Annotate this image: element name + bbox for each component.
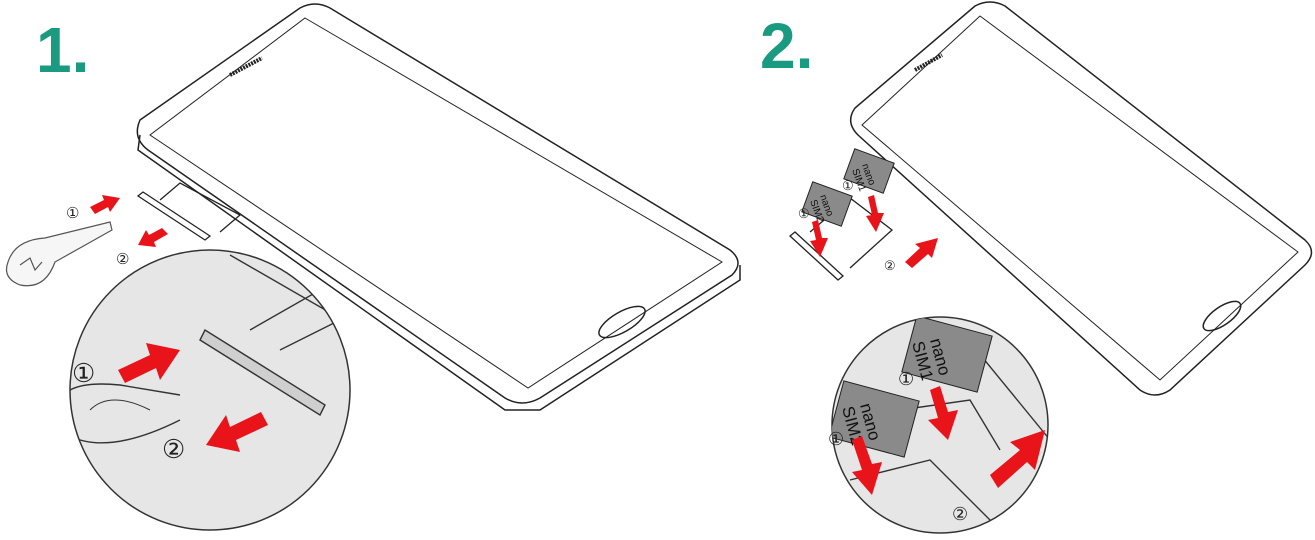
arrows-step-2 bbox=[810, 195, 938, 268]
phone-1 bbox=[136, 3, 741, 411]
step-number-1: 1. bbox=[36, 14, 90, 86]
eject-pin bbox=[5, 221, 113, 287]
arrow-insert-1 bbox=[90, 195, 168, 247]
zoom-marker-2-2: ② bbox=[952, 504, 968, 524]
phone-2 bbox=[849, 1, 1313, 396]
zoom-marker-2-1b: ① bbox=[828, 429, 844, 449]
magnifier-1: ① ② bbox=[69, 249, 351, 531]
marker-2-2: ② bbox=[884, 258, 896, 273]
marker-1: ① bbox=[66, 205, 79, 222]
magnifier-2: nano SIM1 nano SIM2 ① ① ② bbox=[828, 316, 1049, 534]
zoom-marker-2: ② bbox=[162, 434, 185, 464]
zoom-marker-1: ① bbox=[72, 358, 95, 388]
marker-2-1a: ① bbox=[842, 178, 854, 193]
sim-tray-1 bbox=[136, 182, 242, 241]
step-number-2: 2. bbox=[760, 10, 814, 82]
zoom-marker-2-1a: ① bbox=[898, 369, 914, 389]
marker-2: ② bbox=[116, 251, 129, 268]
sim-card-nano1: nano SIM1 bbox=[843, 148, 895, 194]
marker-2-1b: ① bbox=[798, 206, 810, 221]
sim-card-nano2: nano SIM2 bbox=[801, 181, 853, 227]
